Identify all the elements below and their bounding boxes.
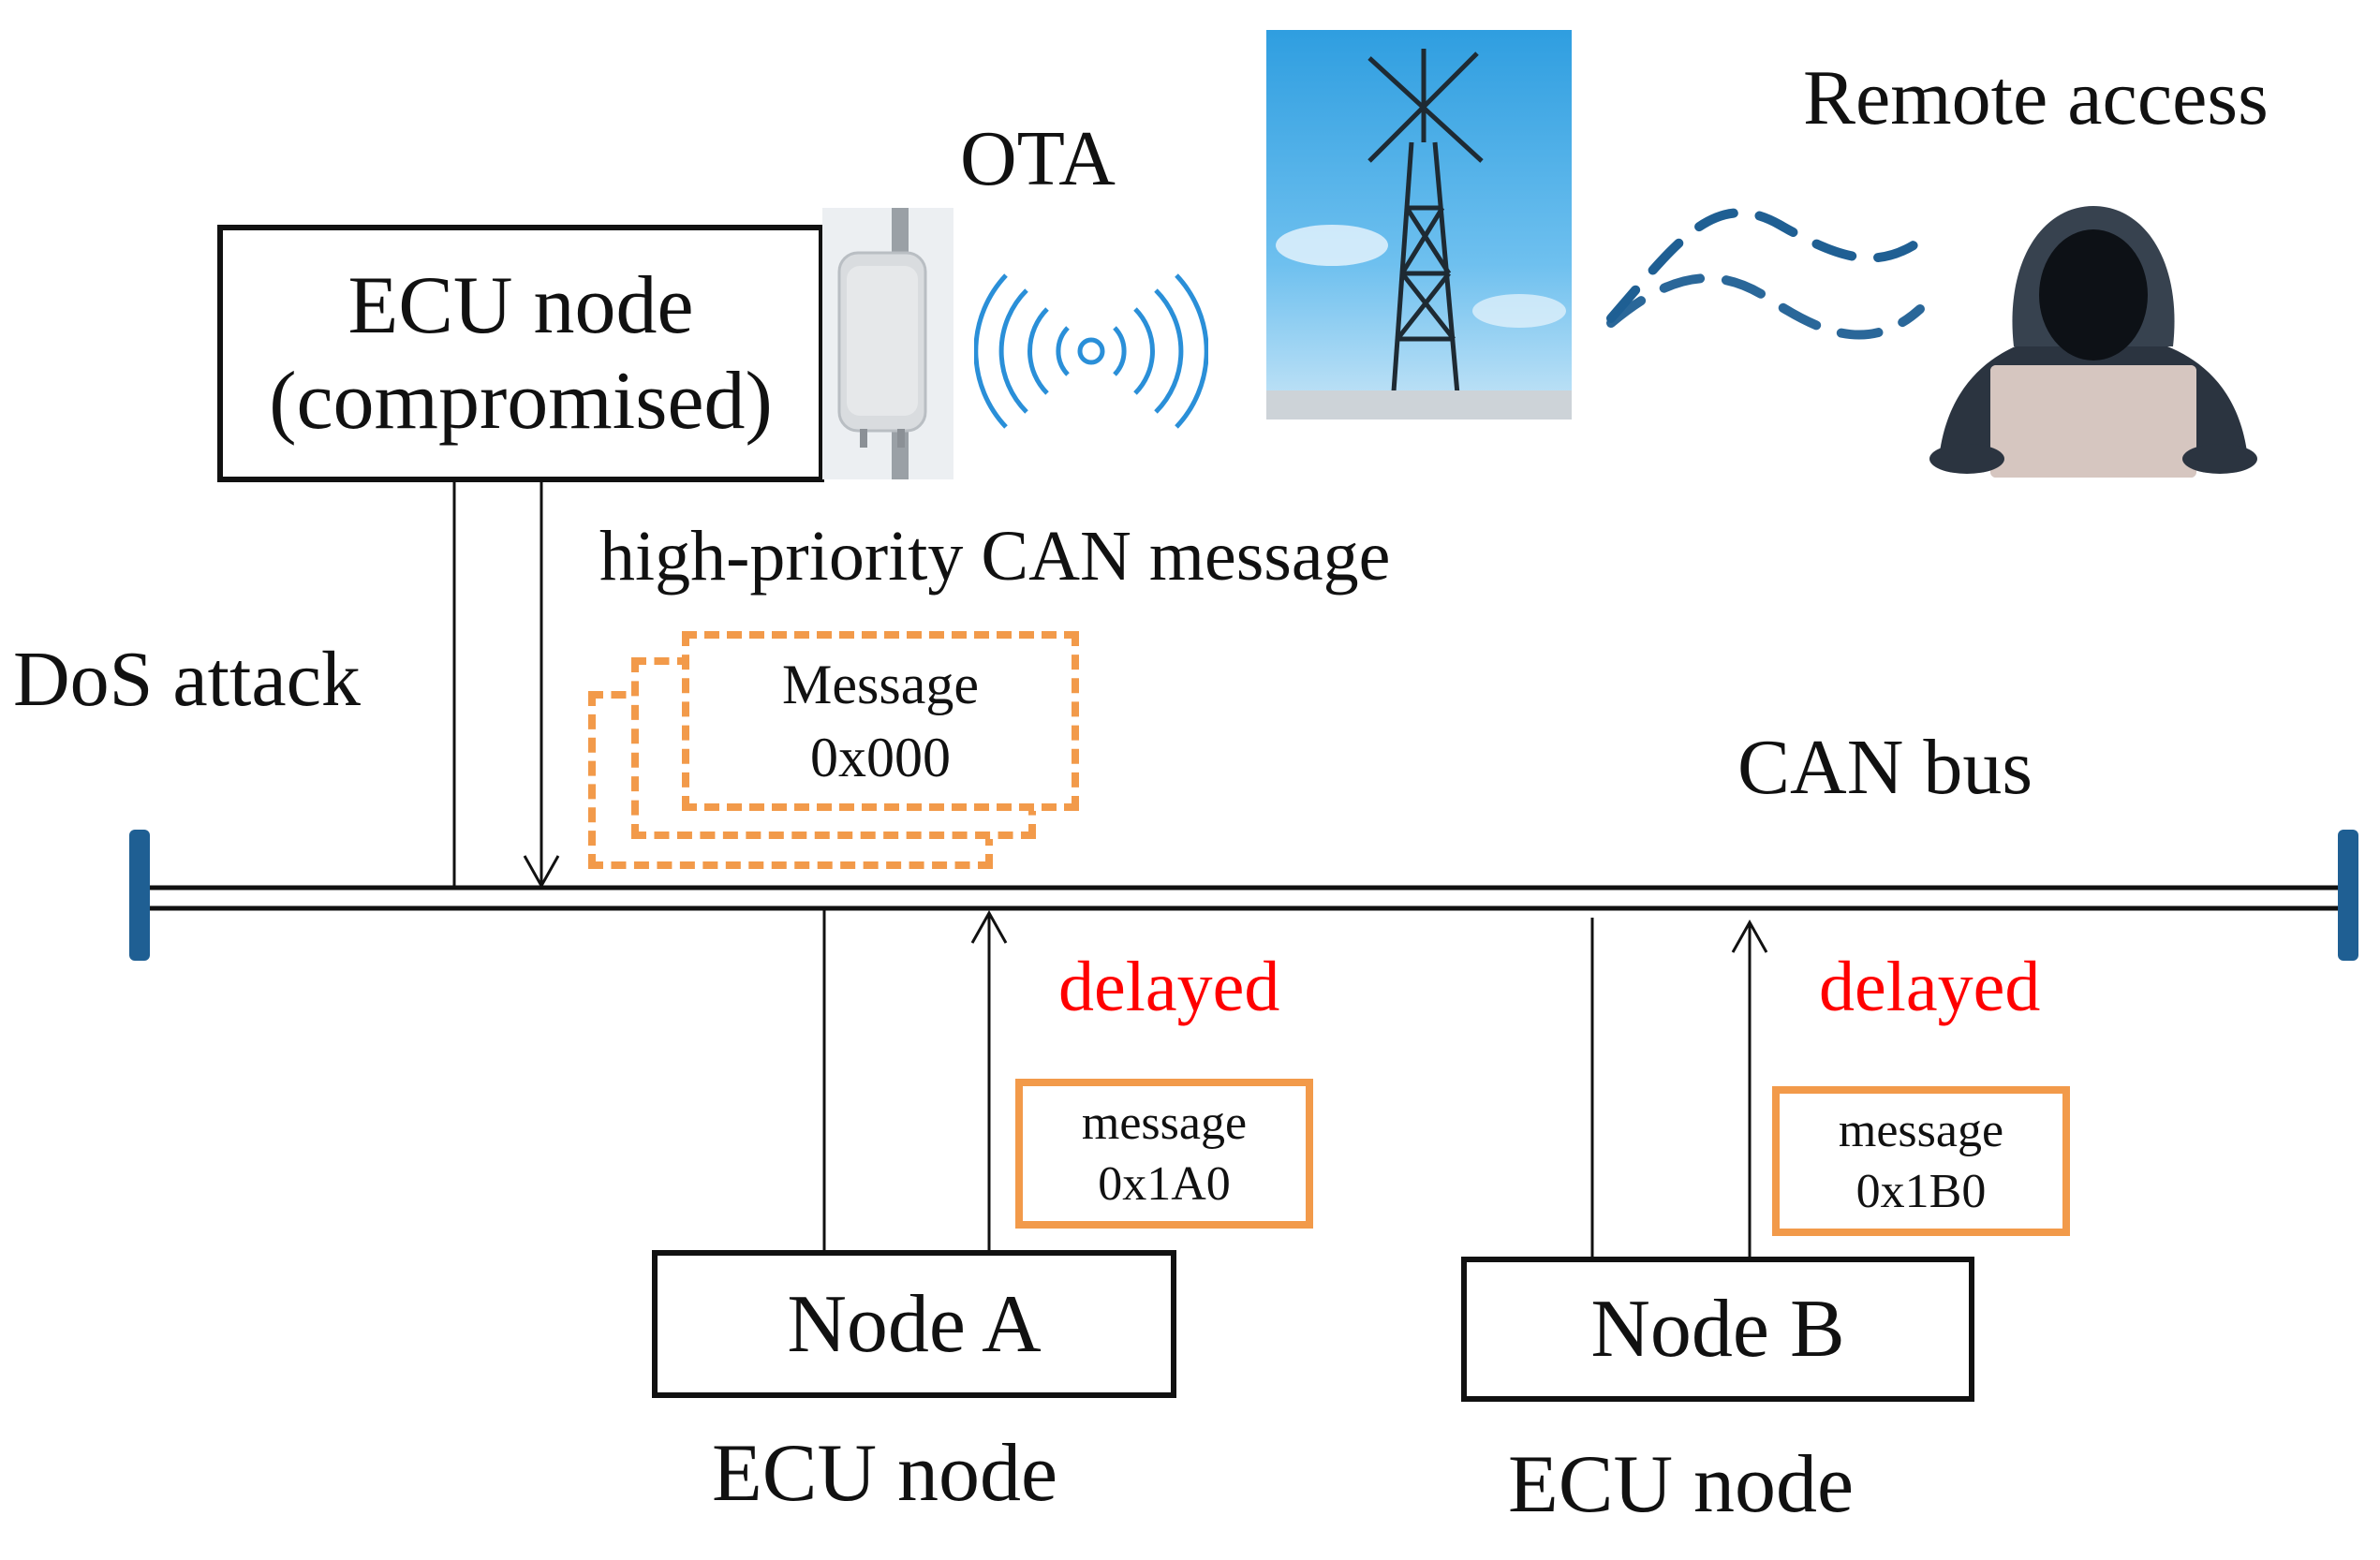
ota-label: OTA	[960, 115, 1116, 202]
node-b-name: Node B	[1590, 1284, 1845, 1375]
wireless-link-icon-lower	[1606, 273, 1925, 340]
node-b-box: Node B	[1461, 1257, 1974, 1402]
node-b-caption: ECU node	[1508, 1439, 1855, 1530]
wireless-signal-icon	[974, 273, 1208, 429]
bus-terminator-left	[129, 830, 150, 961]
remote-access-label: Remote access	[1803, 54, 2269, 141]
compromised-node-line2: (compromised)	[269, 355, 773, 447]
high-priority-label: high-priority CAN message	[599, 517, 1391, 596]
node-b-message-line2: 0x1B0	[1855, 1165, 1987, 1218]
node-b-arrow-head	[1731, 919, 1768, 953]
dos-attack-label: DoS attack	[13, 636, 361, 723]
node-b-message-line1: message	[1838, 1104, 2004, 1157]
attack-message-front: Message 0x000	[682, 631, 1079, 811]
delayed-label-node-a: delayed	[1058, 948, 1280, 1026]
compromised-node-line1: ECU node	[347, 260, 694, 352]
node-a-caption: ECU node	[712, 1428, 1058, 1519]
node-a-message: message 0x1A0	[1015, 1079, 1313, 1229]
attack-message-line2: 0x000	[810, 727, 951, 788]
can-bus-label: CAN bus	[1737, 724, 2033, 811]
attack-arrow-head	[523, 855, 560, 890]
hooded-hacker-icon	[1929, 206, 2257, 478]
attack-message-line1: Message	[782, 654, 979, 715]
node-a-message-line2: 0x1A0	[1098, 1157, 1231, 1211]
node-a-arrow-head	[970, 909, 1008, 944]
node-a-box: Node A	[652, 1250, 1176, 1398]
node-a-name: Node A	[787, 1278, 1042, 1370]
delayed-label-node-b: delayed	[1819, 948, 2041, 1026]
cell-tower-icon	[1266, 30, 1572, 419]
compromised-ecu-node: ECU node (compromised)	[217, 225, 824, 482]
node-a-message-line1: message	[1081, 1096, 1248, 1150]
wireless-link-icon	[1606, 208, 1934, 323]
bus-terminator-right	[2338, 830, 2358, 961]
outdoor-antenna-device-icon	[822, 208, 953, 479]
node-b-message: message 0x1B0	[1772, 1086, 2070, 1236]
